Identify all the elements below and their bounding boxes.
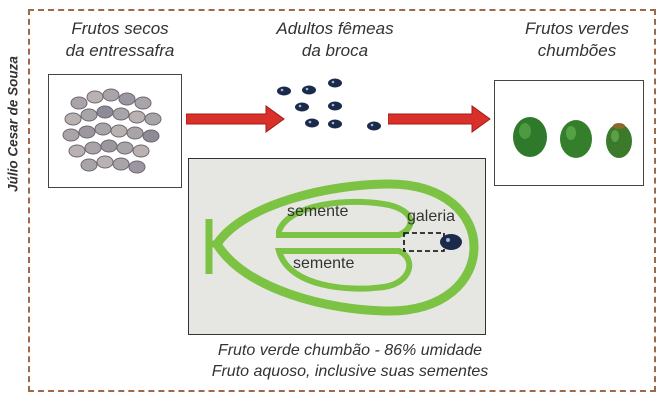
fruit-cross-section: semente semente galeria [188, 158, 486, 335]
gallery-label: galeria [407, 208, 456, 225]
green-fruits-caption-line2: chumbões [537, 41, 617, 60]
dry-fruits-caption: Frutos secos da entressafra [40, 18, 200, 62]
figure-caption-line1: Fruto verde chumbão - 86% umidade [217, 342, 483, 359]
dry-fruits-caption-line2: da entressafra [65, 41, 175, 60]
female-adults-caption-line1: Adultos fêmeas [276, 19, 394, 38]
seed-label-top: semente [287, 203, 349, 220]
female-adults-caption: Adultos fêmeas da broca [255, 18, 415, 62]
dashed-frame [28, 9, 656, 392]
dry-fruits-caption-line1: Frutos secos [71, 19, 169, 38]
beetles-illustration [277, 78, 381, 131]
green-fruits-caption-line1: Frutos verdes [525, 19, 629, 38]
dry-fruits-photo [48, 74, 182, 188]
beetle-icon [277, 78, 381, 131]
female-adults-caption-line2: da broca [301, 41, 369, 60]
figure-caption-line2: Fruto aquoso, inclusive suas sementes [211, 363, 489, 380]
photo-credit-text: Júlio Cesar de Souza [5, 56, 21, 192]
green-fruits-caption: Frutos verdes chumbões [497, 18, 657, 62]
figure-caption: Fruto verde chumbão - 86% umidade Fruto … [150, 340, 550, 382]
arrow-right-icon [186, 105, 285, 133]
green-fruits-photo [494, 80, 644, 186]
photo-credit: Júlio Cesar de Souza [0, 14, 26, 234]
beetle-icon [440, 234, 462, 250]
arrow-right-icon [388, 105, 491, 133]
seed-label-bottom: semente [293, 255, 355, 272]
